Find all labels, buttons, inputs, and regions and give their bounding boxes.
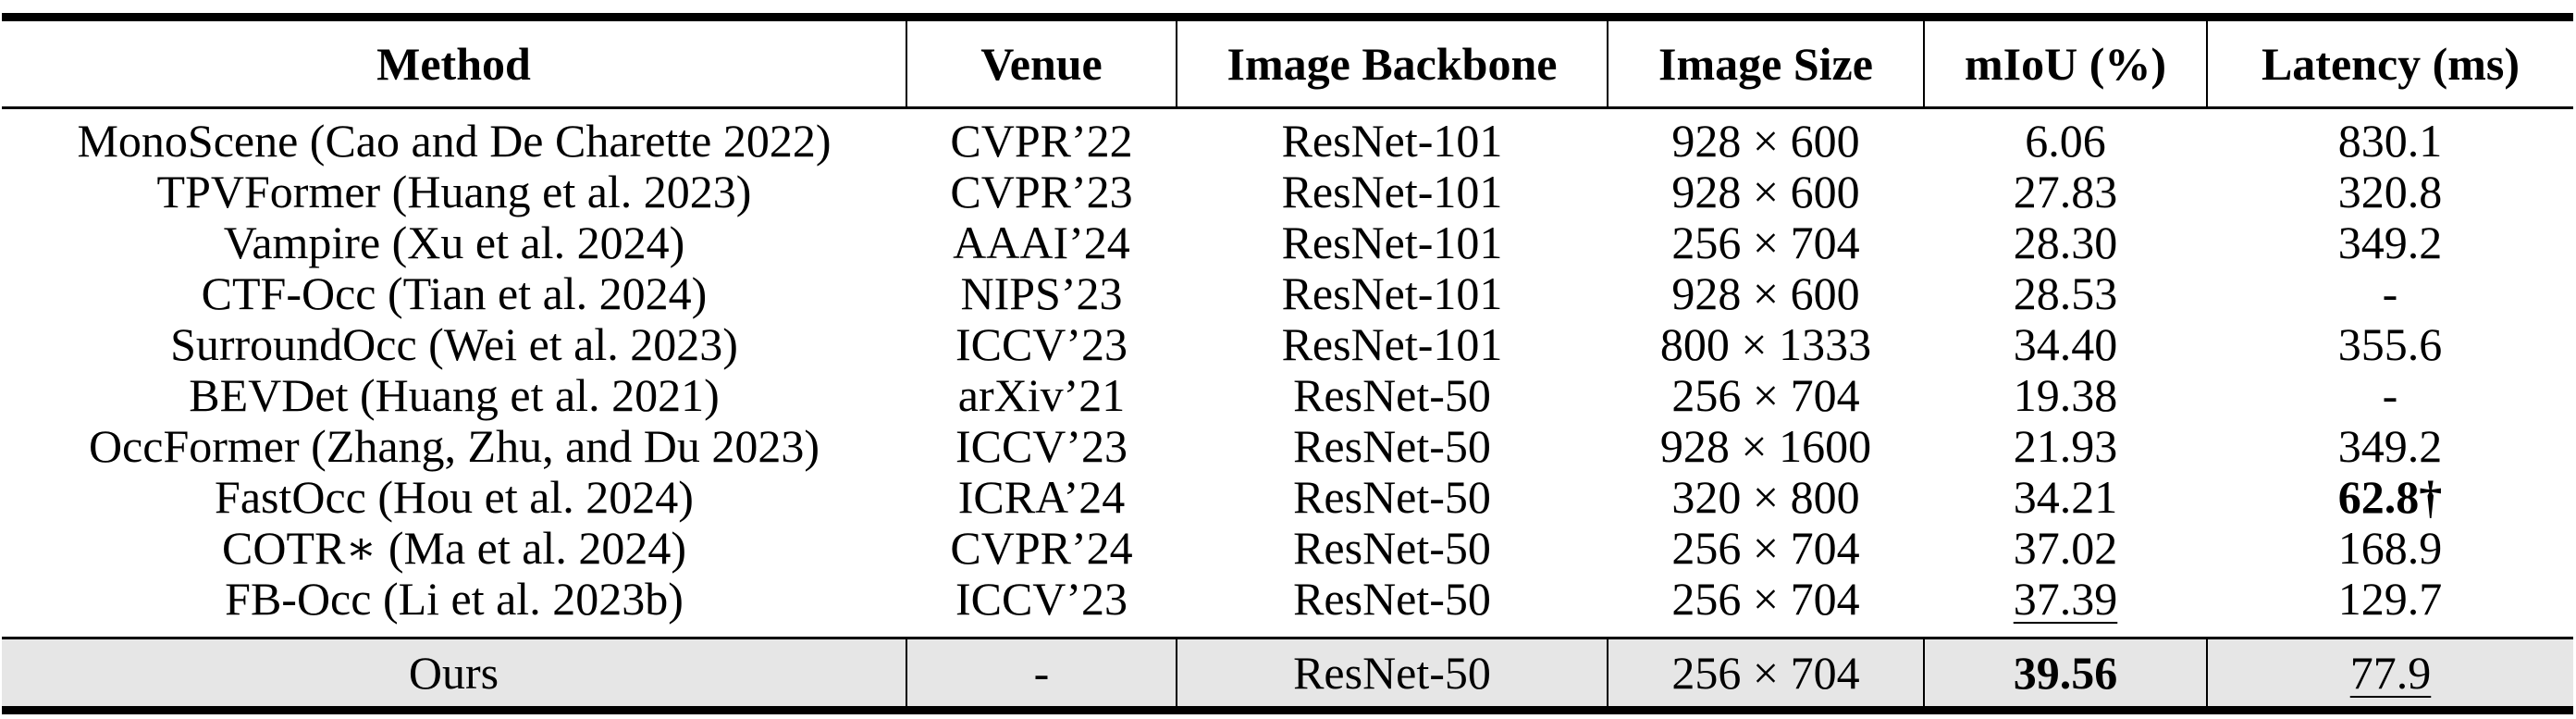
- table-row: MonoScene (Cao and De Charette 2022) CVP…: [2, 108, 2573, 167]
- cell-image-size: 800 × 1333: [1659, 318, 1872, 370]
- cell-miou: 34.40: [2013, 318, 2118, 370]
- cell-miou: 6.06: [2025, 115, 2106, 167]
- cell-miou: 28.53: [2013, 267, 2118, 319]
- cell-backbone: ResNet-50: [1293, 420, 1491, 472]
- cell-backbone: ResNet-50: [1293, 573, 1491, 625]
- cell-latency: -: [2382, 267, 2398, 319]
- cell-miou-second: 37.39: [1924, 574, 2207, 638]
- cell-latency: 168.9: [2337, 522, 2443, 574]
- cell-latency: 830.1: [2337, 115, 2443, 167]
- cell-method: BEVDet (Huang et al. 2021): [189, 369, 720, 421]
- cell-backbone: ResNet-50: [1293, 471, 1491, 523]
- cell-method-ours: Ours: [2, 638, 907, 711]
- cell-latency: -: [2382, 369, 2398, 421]
- cell-backbone: ResNet-50: [1293, 522, 1491, 574]
- header-miou: mIoU (%): [1924, 17, 2208, 108]
- cell-latency-best: 62.8†: [2337, 471, 2443, 523]
- cell-latency: 349.2: [2337, 217, 2443, 268]
- cell-venue: CVPR’24: [950, 522, 1133, 574]
- cell-method: Vampire (Xu et al. 2024): [223, 217, 685, 268]
- cell-image-size: 320 × 800: [1671, 471, 1860, 523]
- cell-image-size: 256 × 704: [1671, 217, 1860, 268]
- cell-backbone: ResNet-101: [1281, 217, 1503, 268]
- cell-image-size: 928 × 600: [1671, 115, 1860, 167]
- table-row: CTF-Occ (Tian et al. 2024) NIPS’23 ResNe…: [2, 268, 2573, 319]
- table-row: FastOcc (Hou et al. 2024) ICRA’24 ResNet…: [2, 472, 2573, 523]
- header-venue: Venue: [906, 17, 1177, 108]
- cell-venue: CVPR’23: [950, 166, 1133, 217]
- cell-method: FB-Occ (Li et al. 2023b): [225, 573, 684, 625]
- cell-latency: 129.7: [2337, 573, 2443, 625]
- cell-latency: 355.6: [2337, 318, 2443, 370]
- cell-image-size: 256 × 704: [1671, 522, 1860, 574]
- cell-image-size-ours: 256 × 704: [1608, 638, 1925, 711]
- cell-miou: 37.02: [2013, 522, 2118, 574]
- comparison-table: Method Venue Image Backbone Image Size m…: [2, 13, 2573, 714]
- cell-backbone: ResNet-101: [1281, 267, 1503, 319]
- cell-backbone: ResNet-101: [1281, 115, 1503, 167]
- cell-method: FastOcc (Hou et al. 2024): [215, 471, 694, 523]
- cell-venue-ours: -: [906, 638, 1177, 711]
- cell-image-size: 928 × 1600: [1659, 420, 1872, 472]
- cell-method: OccFormer (Zhang, Zhu, and Du 2023): [88, 420, 820, 472]
- cell-method: COTR∗ (Ma et al. 2024): [222, 522, 686, 574]
- cell-miou-ours-best: 39.56: [1924, 638, 2208, 711]
- cell-venue: AAAI’24: [953, 217, 1130, 268]
- cell-miou-second-text: 37.39: [2013, 573, 2118, 625]
- cell-venue: ICRA’24: [957, 471, 1126, 523]
- cell-venue: ICCV’23: [955, 318, 1128, 370]
- cell-miou: 34.21: [2013, 471, 2118, 523]
- table-header-row: Method Venue Image Backbone Image Size m…: [2, 17, 2573, 108]
- table-row: TPVFormer (Huang et al. 2023) CVPR’23 Re…: [2, 167, 2573, 217]
- table-row: COTR∗ (Ma et al. 2024) CVPR’24 ResNet-50…: [2, 523, 2573, 574]
- cell-backbone: ResNet-101: [1281, 318, 1503, 370]
- cell-backbone-ours: ResNet-50: [1177, 638, 1608, 711]
- cell-miou: 19.38: [2013, 369, 2118, 421]
- cell-method: MonoScene (Cao and De Charette 2022): [77, 115, 832, 167]
- cell-method: CTF-Occ (Tian et al. 2024): [201, 267, 708, 319]
- cell-backbone: ResNet-101: [1281, 166, 1503, 217]
- cell-miou: 28.30: [2013, 217, 2118, 268]
- table-row: BEVDet (Huang et al. 2021) arXiv’21 ResN…: [2, 370, 2573, 421]
- cell-latency-ours-second: 77.9: [2207, 638, 2573, 711]
- cell-miou: 21.93: [2013, 420, 2118, 472]
- cell-backbone: ResNet-50: [1293, 369, 1491, 421]
- cell-venue: ICCV’23: [955, 573, 1128, 625]
- table-row: FB-Occ (Li et al. 2023b) ICCV’23 ResNet-…: [2, 574, 2573, 638]
- cell-venue: ICCV’23: [955, 420, 1128, 472]
- cell-venue: CVPR’22: [950, 115, 1133, 167]
- cell-image-size: 928 × 600: [1671, 267, 1860, 319]
- cell-image-size: 928 × 600: [1671, 166, 1860, 217]
- cell-image-size: 256 × 704: [1671, 573, 1860, 625]
- table-row: SurroundOcc (Wei et al. 2023) ICCV’23 Re…: [2, 319, 2573, 370]
- cell-latency: 349.2: [2337, 420, 2443, 472]
- table-row-ours: Ours - ResNet-50 256 × 704 39.56 77.9: [2, 638, 2573, 711]
- header-latency: Latency (ms): [2261, 37, 2521, 90]
- comparison-table-container: Method Venue Image Backbone Image Size m…: [2, 13, 2573, 714]
- cell-venue: arXiv’21: [957, 369, 1126, 421]
- header-backbone: Image Backbone: [1177, 17, 1608, 108]
- cell-miou: 27.83: [2013, 166, 2118, 217]
- header-image-size: Image Size: [1608, 17, 1925, 108]
- cell-method: TPVFormer (Huang et al. 2023): [156, 166, 752, 217]
- cell-method: SurroundOcc (Wei et al. 2023): [170, 318, 738, 370]
- table-row: OccFormer (Zhang, Zhu, and Du 2023) ICCV…: [2, 421, 2573, 472]
- header-method: Method: [2, 17, 907, 108]
- cell-latency: 320.8: [2337, 166, 2443, 217]
- table-row: Vampire (Xu et al. 2024) AAAI’24 ResNet-…: [2, 217, 2573, 268]
- cell-venue: NIPS’23: [960, 267, 1123, 319]
- cell-image-size: 256 × 704: [1671, 369, 1860, 421]
- cell-latency-ours-text: 77.9: [2349, 646, 2432, 699]
